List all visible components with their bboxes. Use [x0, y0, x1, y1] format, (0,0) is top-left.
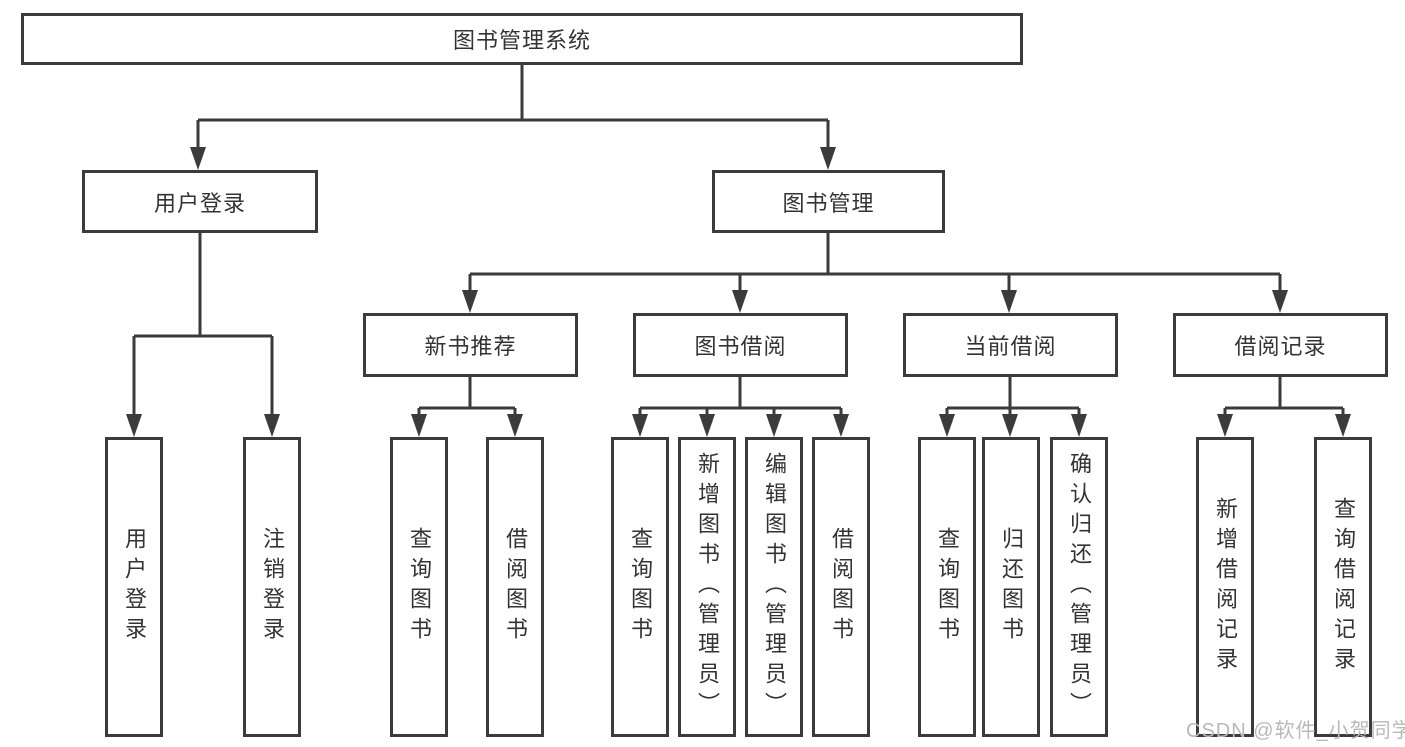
- connector-current-to-leaves: [945, 377, 1081, 418]
- arrowhead-icon: [820, 147, 836, 170]
- arrowhead-icon: [1002, 414, 1018, 437]
- node-borrowing-records: 借阅记录: [1173, 313, 1388, 377]
- arrowhead-icon: [264, 414, 280, 437]
- leaf-query-borrow-record: 查询借阅记录: [1314, 437, 1372, 737]
- arrowhead-icon: [766, 414, 782, 437]
- node-book-borrowing: 图书借阅: [633, 313, 848, 377]
- arrowhead-icon: [833, 414, 849, 437]
- arrowhead-icon: [190, 147, 206, 170]
- leaf-confirm-return-admin: 确认归还（管理员）: [1050, 437, 1108, 737]
- node-library-system: 图书管理系统: [21, 13, 1023, 65]
- arrowhead-icon: [699, 414, 715, 437]
- arrowheads: [126, 147, 1351, 437]
- leaf-add-borrow-record: 新增借阅记录: [1196, 437, 1254, 737]
- connector-newbook-to-leaves: [417, 377, 517, 418]
- arrowhead-icon: [1217, 414, 1233, 437]
- leaf-borrow-books-recommend: 借阅图书: [486, 437, 544, 737]
- arrowhead-icon: [732, 290, 748, 313]
- arrowhead-icon: [1071, 414, 1087, 437]
- connector-records-to-leaves: [1223, 377, 1345, 418]
- arrowhead-icon: [1335, 414, 1351, 437]
- arrowhead-icon: [632, 414, 648, 437]
- leaf-query-books-recommend: 查询图书: [390, 437, 448, 737]
- arrowhead-icon: [1272, 290, 1288, 313]
- node-current-borrowing: 当前借阅: [903, 313, 1118, 377]
- leaf-query-books-borrowing: 查询图书: [611, 437, 669, 737]
- leaf-edit-books-admin: 编辑图书（管理员）: [745, 437, 803, 737]
- connector-root-to-level2: [196, 65, 830, 150]
- arrowhead-icon: [507, 414, 523, 437]
- node-book-management: 图书管理: [712, 170, 945, 233]
- arrowhead-icon: [1001, 290, 1017, 313]
- csdn-watermark: CSDN @软件_小贺同学: [1186, 720, 1405, 742]
- arrowhead-icon: [411, 414, 427, 437]
- node-user-login: 用户登录: [82, 170, 318, 233]
- leaf-query-books-current: 查询图书: [918, 437, 976, 737]
- arrowhead-icon: [462, 290, 478, 313]
- leaf-borrow-books-borrowing: 借阅图书: [812, 437, 870, 737]
- leaf-user-login: 用户登录: [105, 437, 163, 737]
- leaf-return-books: 归还图书: [982, 437, 1040, 737]
- arrowhead-icon: [939, 414, 955, 437]
- connector-userlogin-to-leaves: [132, 233, 274, 418]
- leaf-add-books-admin: 新增图书（管理员）: [678, 437, 736, 737]
- leaf-logout: 注销登录: [243, 437, 301, 737]
- arrowhead-icon: [126, 414, 142, 437]
- node-new-book-recommend: 新书推荐: [363, 313, 578, 377]
- connector-bookmgmt-to-level3: [468, 233, 1282, 294]
- connector-borrowing-to-leaves: [638, 377, 843, 418]
